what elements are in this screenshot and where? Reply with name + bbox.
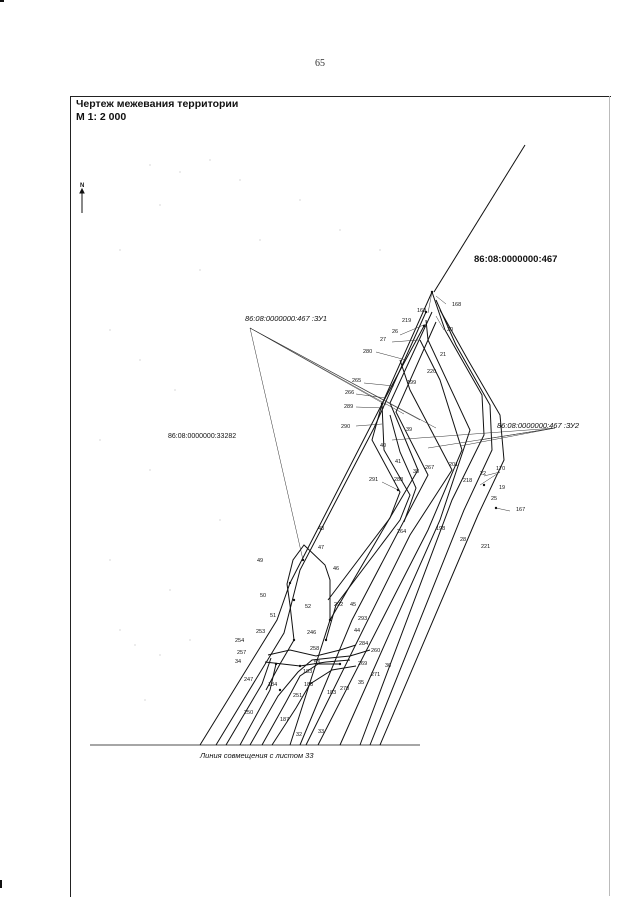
point-label: 38 xyxy=(413,469,419,475)
main-boundary-lines xyxy=(433,144,526,293)
point-label: 26 xyxy=(392,329,398,335)
point-label: 269 xyxy=(358,661,367,667)
junction-line-label: Линия совмещения с листом 33 xyxy=(199,751,314,760)
point-label: 257 xyxy=(237,650,246,656)
corridor-lines xyxy=(199,291,505,746)
drawing-scale: М 1: 2 000 xyxy=(76,111,127,123)
point-label: 50 xyxy=(260,593,266,599)
point-label: 33 xyxy=(318,729,324,735)
point-label: 218 xyxy=(463,478,472,484)
point-label: 169 xyxy=(417,308,426,314)
point-label: 284 xyxy=(359,641,368,647)
point-label: 260 xyxy=(371,648,380,654)
point-label: 267 xyxy=(425,465,434,471)
point-label: 221 xyxy=(481,544,490,550)
point-label: 36 xyxy=(385,663,391,669)
point-label: 251 xyxy=(293,693,302,699)
point-label: 187 xyxy=(280,717,289,723)
point-label: 280 xyxy=(363,349,372,355)
point-label: 167 xyxy=(516,507,525,513)
point-label: 254 xyxy=(235,638,244,644)
point-label: 183 xyxy=(327,690,336,696)
point-label: 183 xyxy=(303,669,312,675)
point-label: 270 xyxy=(340,686,349,692)
point-label: 219 xyxy=(402,318,411,324)
label-leader-lines xyxy=(249,291,556,561)
point-label: 170 xyxy=(496,466,505,472)
point-label: 22 xyxy=(480,471,486,477)
point-label: 53 xyxy=(314,660,320,666)
point-label: 19 xyxy=(499,485,505,491)
point-label: 220 xyxy=(427,369,436,375)
point-label: 184 xyxy=(268,682,277,688)
point-label: 41 xyxy=(395,459,401,465)
point-label: 45 xyxy=(350,602,356,608)
point-label: 34 xyxy=(235,659,241,665)
point-label: 264 xyxy=(397,529,406,535)
point-label: 52 xyxy=(305,604,311,610)
north-arrow-label: N xyxy=(80,183,85,189)
north-arrow-icon xyxy=(79,187,85,213)
point-label: 49 xyxy=(257,558,263,564)
point-label: 39 xyxy=(406,427,412,433)
point-label: 253 xyxy=(256,629,265,635)
point-labels: 168 169 219 20 26 27 21 280 220 265 199 … xyxy=(235,302,525,738)
vertex-dots xyxy=(274,290,498,692)
point-label: 188 xyxy=(304,682,313,688)
point-label: 28 xyxy=(460,537,466,543)
point-label: 289 xyxy=(344,404,353,410)
main-parcel-label: 86:08:0000000:467 xyxy=(474,254,557,265)
point-label: 266 xyxy=(345,390,354,396)
point-label: 44 xyxy=(354,628,360,634)
point-label: 21 xyxy=(440,352,446,358)
point-label: 288 xyxy=(394,477,403,483)
point-label: 292 xyxy=(334,602,343,608)
page-number: 65 xyxy=(315,58,325,69)
point-label: 40 xyxy=(380,443,386,449)
scan-side-mark xyxy=(0,880,2,888)
point-label: 271 xyxy=(371,672,380,678)
point-label: 291 xyxy=(369,477,378,483)
point-label: 46 xyxy=(333,566,339,572)
neighbor-parcel-label: 86:08:0000000:33282 xyxy=(168,433,236,440)
drawing-title: Чертеж межевания территории xyxy=(76,98,239,110)
point-label: 47 xyxy=(318,545,324,551)
point-label: 247 xyxy=(244,677,253,683)
zu1-label: 86:08:0000000:467 :ЗУ1 xyxy=(245,314,327,323)
point-label: 290 xyxy=(341,424,350,430)
point-label: 250 xyxy=(244,710,253,716)
point-label: 258 xyxy=(310,646,319,652)
point-label: 201 xyxy=(449,462,458,468)
drawing-frame xyxy=(70,96,611,897)
scan-speckles xyxy=(99,159,381,701)
point-label: 293 xyxy=(358,616,367,622)
point-label: 35 xyxy=(358,680,364,686)
point-label: 27 xyxy=(380,337,386,343)
point-label: 32 xyxy=(296,732,302,738)
point-label: 265 xyxy=(352,378,361,384)
point-label: 199 xyxy=(407,380,416,386)
zu2-label: 86:08:0000000:467 :ЗУ2 xyxy=(497,421,580,430)
point-label: 198 xyxy=(436,526,445,532)
point-label: 48 xyxy=(318,526,324,532)
point-label: 168 xyxy=(452,302,461,308)
point-label: 25 xyxy=(491,496,497,502)
point-label: 246 xyxy=(307,630,316,636)
drawing-frame-right-edge xyxy=(609,96,610,896)
point-label: 20 xyxy=(447,327,453,333)
point-label: 51 xyxy=(270,613,276,619)
scan-corner-mark xyxy=(0,0,4,2)
